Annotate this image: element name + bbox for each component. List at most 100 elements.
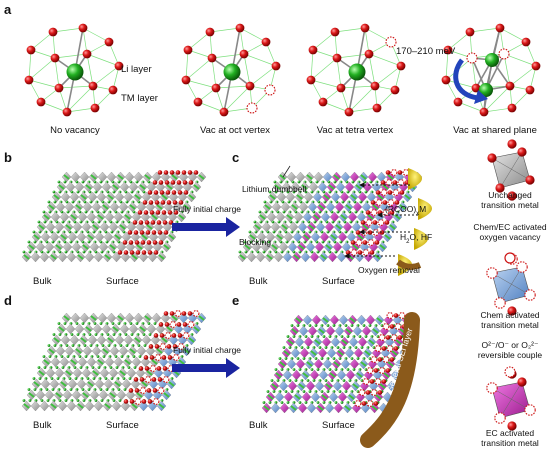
lithium-atom [70,190,74,194]
lithium-atom [356,357,360,360]
lithium-atom [92,230,96,234]
lithium-atom [92,377,96,380]
lithium-atom [142,190,146,194]
oxygen-atom [385,368,391,373]
li-octahedron-edge [372,204,379,210]
oxygen-vacancy [516,261,528,273]
lithium-atom [147,322,151,325]
oxygen-vacancy [378,334,386,341]
li-octahedron-edge [371,405,378,411]
tm-octahedron [86,211,97,223]
lithium-atom [362,324,366,327]
li-octahedron-edge [28,392,35,398]
tm-octahedron [82,345,93,357]
tm-octahedron [273,251,284,263]
oxygen-atom [181,311,187,316]
bond-line [82,27,110,43]
panel-d-label: d [4,293,12,308]
oxygen-atom [392,180,398,185]
oxygen-vacancy [362,249,370,256]
lithium-atom [309,180,313,184]
oxygen-atom [389,357,395,362]
tm-octahedron [320,211,331,223]
oxygen-vacancy [372,229,380,236]
bond-line [86,53,94,87]
lithium-atom [96,355,100,358]
lithium-atom [132,210,136,214]
lithium-atom [308,230,312,234]
oxygen-atom [350,240,356,245]
electrolyte-blob [414,228,428,250]
lithium-atom [87,388,91,391]
lithium-atom [308,390,312,393]
li-octahedron-edge [92,224,99,230]
lithium-atom [314,324,318,327]
panel-a-clusters [24,23,541,117]
oxygen-atom [344,107,354,117]
oxygen-atom [377,357,383,362]
tm-octahedron [128,181,139,193]
tm-octahedron [103,378,114,390]
oxygen-vacancy [264,84,276,96]
li-octahedron-edge [337,350,344,356]
lithium-atom [64,399,68,402]
bond-line [30,31,54,51]
li-octahedron-edge [156,204,163,210]
li-octahedron-edge [55,392,62,398]
tm-octahedron [283,231,294,243]
oxygen-vacancy [169,321,177,328]
bond-line [499,27,527,43]
lithium-atom [333,180,337,184]
li-octahedron-edge [85,184,92,190]
li-octahedron-edge [161,337,168,343]
tm-octahedron [302,211,313,223]
li-octahedron-edge [144,315,151,321]
oxygen-atom [154,200,160,205]
tm-octahedron [278,380,289,392]
tm-octahedron [308,181,319,193]
oxygen-vacancy [370,389,378,396]
lithium-atom [78,210,82,214]
oxygen-atom [152,388,158,393]
tm-octahedron [106,171,117,183]
lithium-atom [284,230,288,234]
lithium-atom [351,180,355,184]
li-octahedron-edge [382,184,389,190]
tm-octahedron [65,323,76,335]
li-octahedron-edge [82,392,89,398]
tm-octahedron [329,314,340,326]
lithium-atom [271,220,275,224]
bond-line [54,53,88,59]
li-octahedron-edge [136,244,143,250]
tm-octahedron [340,171,351,183]
lithium-atom [286,190,290,194]
li-octahedron-edge [308,224,315,230]
legend-vacancy-circle [504,252,516,264]
oxygen-vacancy [378,367,386,374]
tm-octahedron [341,380,352,392]
lithium-atom [58,399,62,402]
oxygen-vacancy [177,343,185,350]
tm-octahedron [30,400,41,412]
lithium-atom [266,230,270,234]
lithium-atom [272,390,276,393]
bond-line [211,53,245,59]
li-octahedron-edge [117,315,124,321]
tm-octahedron [325,325,336,337]
tm-octahedron [92,181,103,193]
lithium-atom [112,333,116,336]
tm-octahedron [109,201,120,213]
lithium-atom [282,346,286,349]
legend-octahedron [487,139,535,201]
panel-b-slab [21,170,207,263]
oxygen-vacancy [494,412,506,424]
tm-octahedron [92,323,103,335]
tm-octahedron [108,221,119,233]
li-octahedron-edge [325,383,332,389]
lithium-atom [125,200,129,204]
lithium-atom [328,250,332,254]
oxygen-atom [139,230,145,235]
bond-line [185,49,189,81]
tm-octahedron [77,356,88,368]
lithium-atom [328,335,332,338]
